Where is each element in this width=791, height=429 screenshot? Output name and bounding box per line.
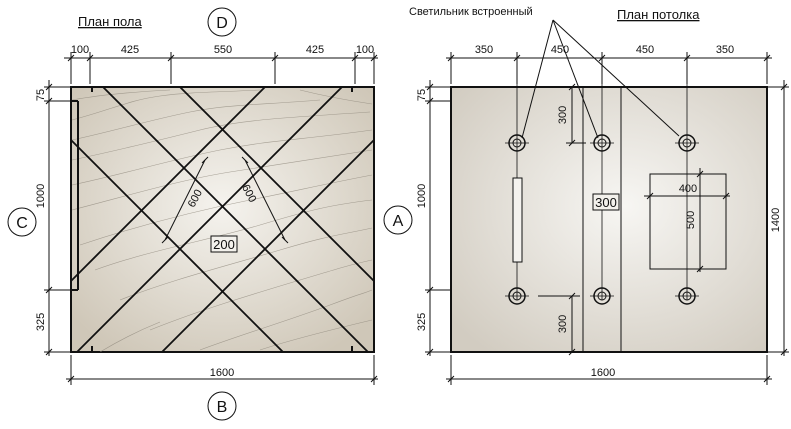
ceiling-dim-top-3: 450: [636, 44, 654, 56]
floor-bottom-dimension: [66, 355, 378, 385]
ceiling-dim-top-4: 350: [716, 44, 734, 56]
spot-offset-dimensions: [538, 83, 586, 356]
floor-marble-texture: [71, 89, 373, 352]
ceiling-dim-top-2: 450: [551, 44, 569, 56]
ceiling-dim-left-3: 325: [416, 313, 428, 331]
floor-plan: План пола D 100 425 550 425 100: [7, 7, 378, 421]
ceiling-room: [450, 86, 768, 353]
floor-left-dimensions: [44, 80, 70, 356]
ceiling-left-dimensions: [425, 80, 450, 356]
floor-dim-top-1: 100: [71, 44, 89, 56]
recessed-lights: [505, 134, 699, 305]
ceiling-dim-left-2: 1000: [416, 184, 428, 208]
ceiling-dim-left-1: 75: [416, 89, 428, 101]
floor-tile-dimension: [161, 156, 289, 244]
fixture-label: Светильник встроенный: [409, 6, 533, 18]
section-marker-a: A: [383, 205, 413, 235]
fixture-leader-lines: [521, 19, 680, 139]
floor-dim-top-5: 100: [356, 44, 374, 56]
ceiling-right-dimension: [768, 80, 789, 356]
marker-c-label: C: [16, 215, 28, 232]
marker-b-label: B: [217, 399, 228, 416]
ceiling-dim-right: 1400: [770, 208, 782, 232]
light-icon: [590, 287, 614, 305]
ceiling-bottom-dimension: [446, 355, 772, 385]
floor-tile-grid: [71, 87, 374, 352]
floor-plan-title: План пола: [78, 14, 143, 29]
light-icon: [675, 134, 699, 152]
floor-top-dimensions: [64, 52, 378, 84]
ceiling-room-tag: 300: [592, 193, 620, 211]
floor-room-number: 200: [213, 237, 235, 252]
floor-room-tag: 200: [210, 235, 238, 253]
floor-dim-left-3: 325: [35, 313, 47, 331]
ceiling-dim-top-1: 350: [475, 44, 493, 56]
ceiling-plan: Светильник встроенный План потолка 350 4…: [409, 6, 789, 385]
ceiling-plan-title: План потолка: [617, 7, 700, 22]
spot-dim-top: 300: [557, 106, 569, 124]
linear-fixture: [512, 177, 523, 263]
hatch-dim-width: 400: [679, 183, 697, 195]
spot-dim-bottom: 300: [557, 315, 569, 333]
floor-dim-top-3: 550: [214, 44, 232, 56]
light-icon: [505, 134, 529, 152]
floor-dim-top-4: 425: [306, 44, 324, 56]
access-hatch: [649, 173, 727, 270]
hatch-dimensions: [644, 168, 730, 273]
floor-dim-left-1: 75: [35, 89, 47, 101]
section-marker-c: C: [7, 207, 37, 237]
ceiling-dim-bottom: 1600: [591, 367, 615, 379]
marker-d-label: D: [216, 15, 228, 32]
section-marker-b: B: [207, 391, 237, 421]
light-icon: [590, 134, 614, 152]
ceiling-central-strip: [582, 87, 622, 352]
ceiling-top-dimensions: [446, 52, 772, 84]
floor-dim-top-2: 425: [121, 44, 139, 56]
floor-dim-bottom: 1600: [210, 367, 234, 379]
floor-dim-left-2: 1000: [35, 184, 47, 208]
floor-wall-joints: [71, 87, 353, 352]
light-icon: [675, 287, 699, 305]
marker-a-label: A: [393, 213, 404, 230]
section-marker-d: D: [207, 7, 237, 37]
light-icon: [505, 287, 529, 305]
hatch-dim-height: 500: [685, 211, 697, 229]
ceiling-room-number: 300: [595, 195, 617, 210]
